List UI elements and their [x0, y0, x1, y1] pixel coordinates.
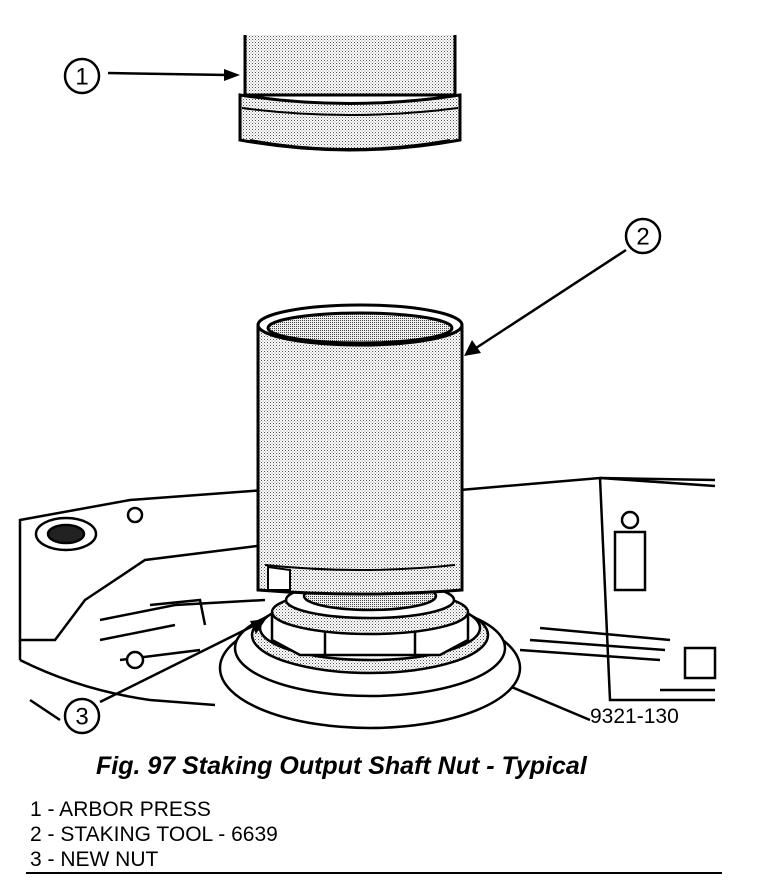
callout-2-number: 2 — [636, 224, 649, 251]
staking-tool — [256, 303, 464, 596]
legend-item-new-nut: 3 - NEW NUT — [30, 848, 159, 871]
callout-3: 3 — [63, 619, 266, 735]
figure-caption: Fig. 97 Staking Output Shaft Nut - Typic… — [96, 752, 587, 780]
arbor-press-ram — [238, 35, 462, 152]
callout-3-number: 3 — [75, 704, 88, 731]
legend-item-staking-tool: 2 - STAKING TOOL - 6639 — [30, 823, 278, 846]
legend: 1 - ARBOR PRESS 2 - STAKING TOOL - 6639 … — [30, 797, 278, 872]
callout-2: 2 — [464, 217, 662, 356]
staking-diagram: 1 2 3 9321-130 — [18, 35, 717, 735]
callout-1-number: 1 — [75, 64, 88, 91]
bottom-rule — [26, 872, 722, 874]
legend-item-arbor-press: 1 - ARBOR PRESS — [30, 798, 211, 821]
figure-code: 9321-130 — [590, 705, 679, 728]
callout-1: 1 — [63, 57, 240, 95]
